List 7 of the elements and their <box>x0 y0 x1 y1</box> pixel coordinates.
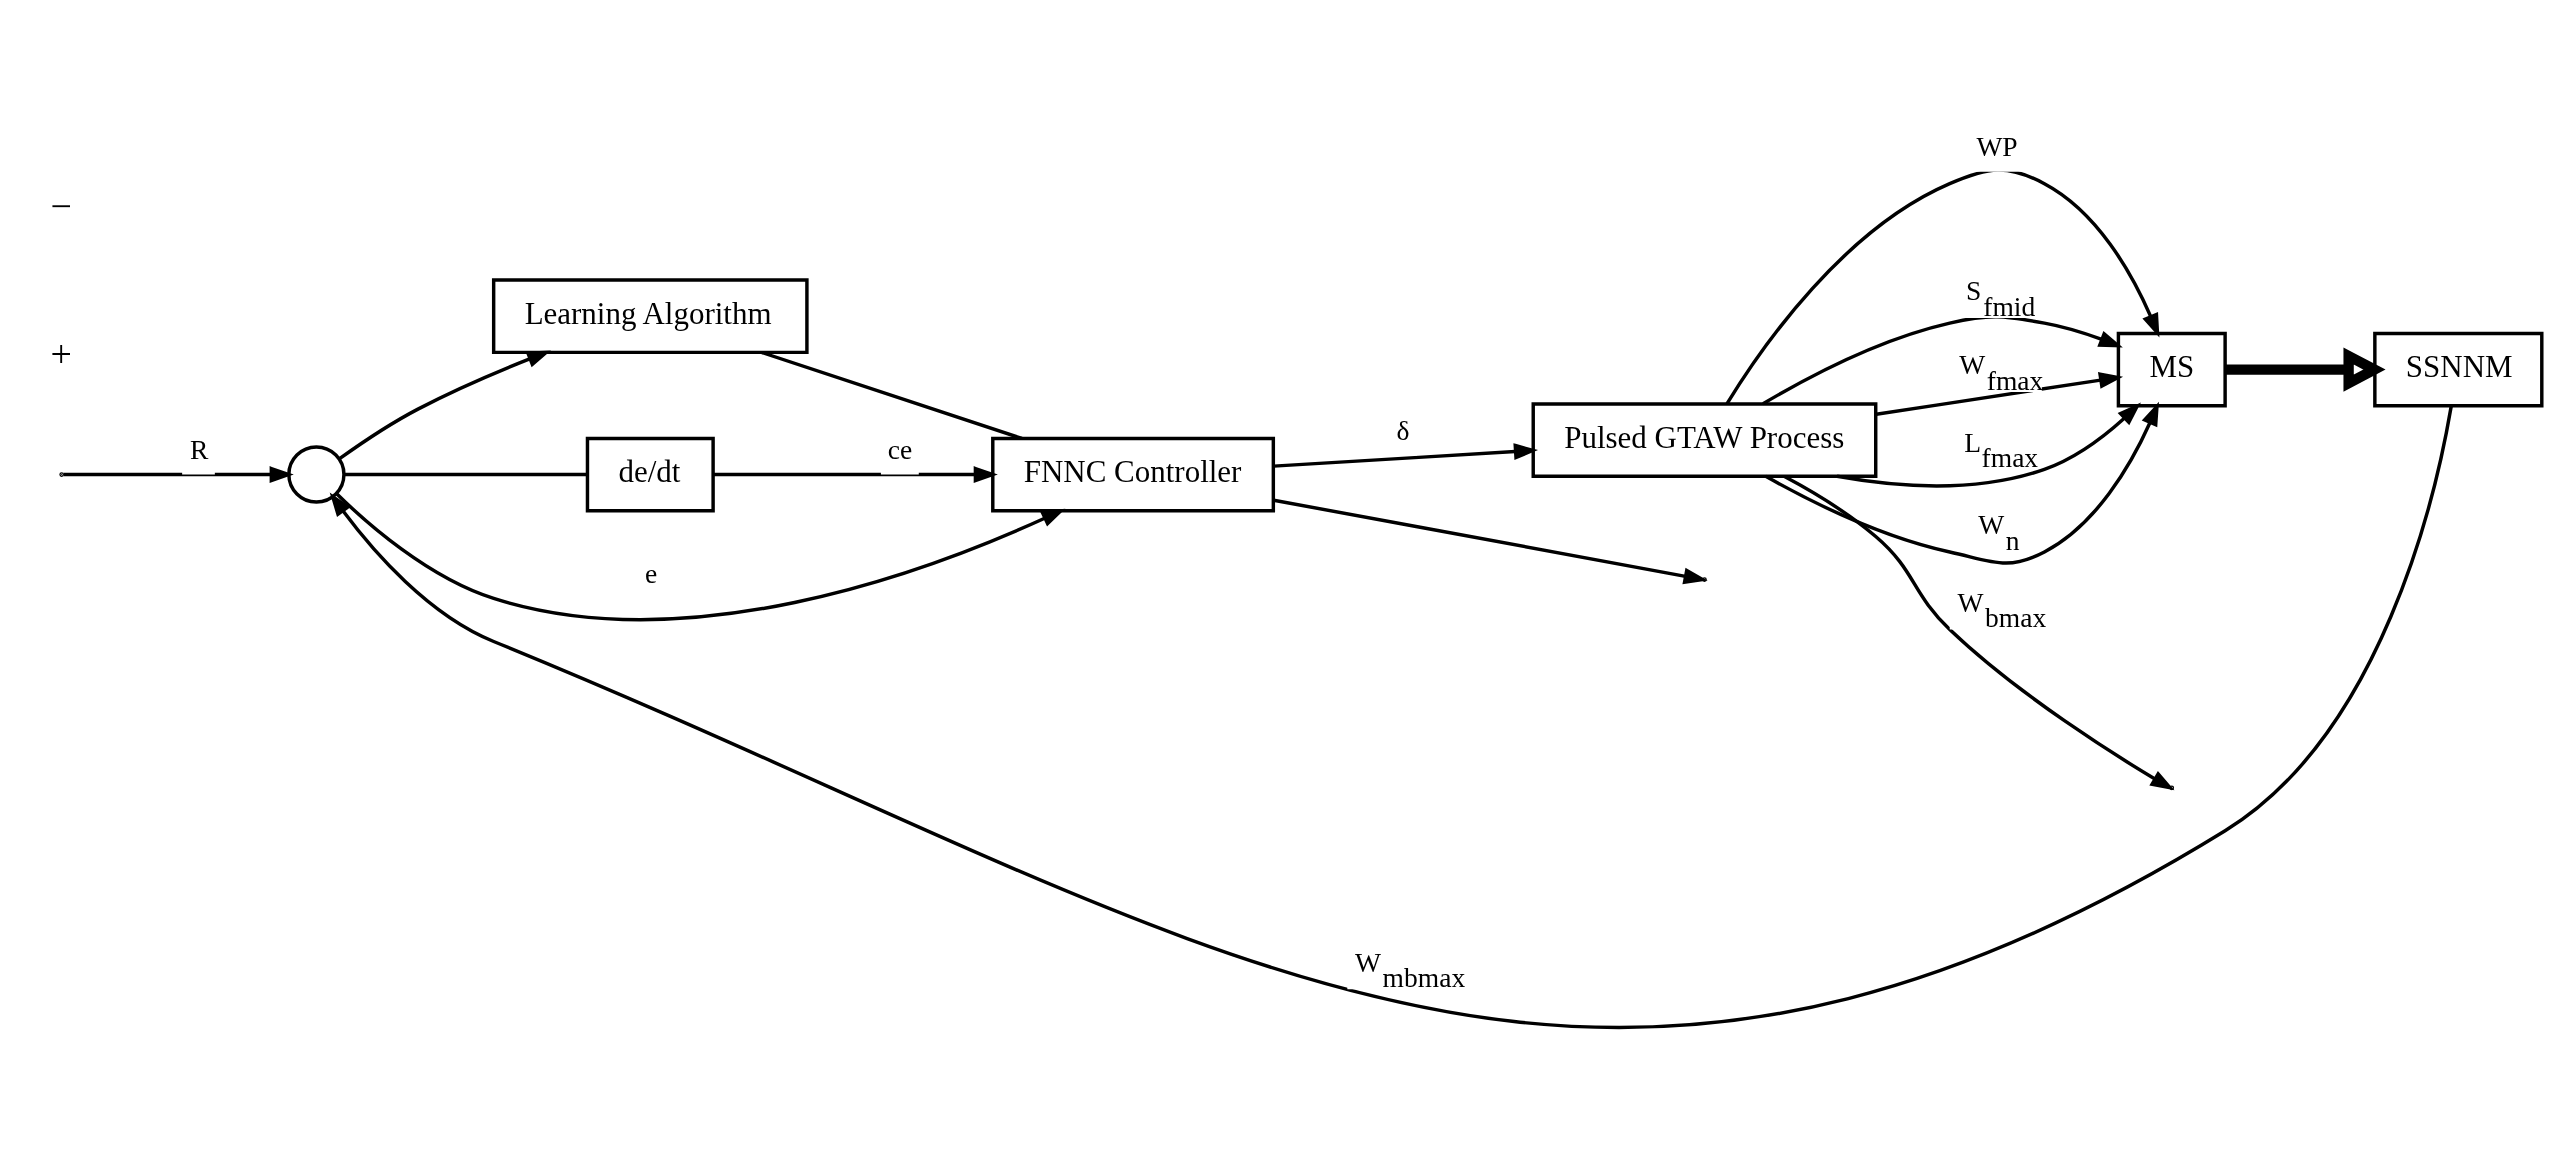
edge-label: e <box>645 557 658 589</box>
label: − <box>50 184 72 227</box>
edge-label: WP <box>1976 130 2018 162</box>
edge-label: ce <box>887 433 913 465</box>
edge-label: R <box>189 433 209 465</box>
edge-label: δ <box>1396 414 1410 446</box>
label: + <box>50 332 72 375</box>
